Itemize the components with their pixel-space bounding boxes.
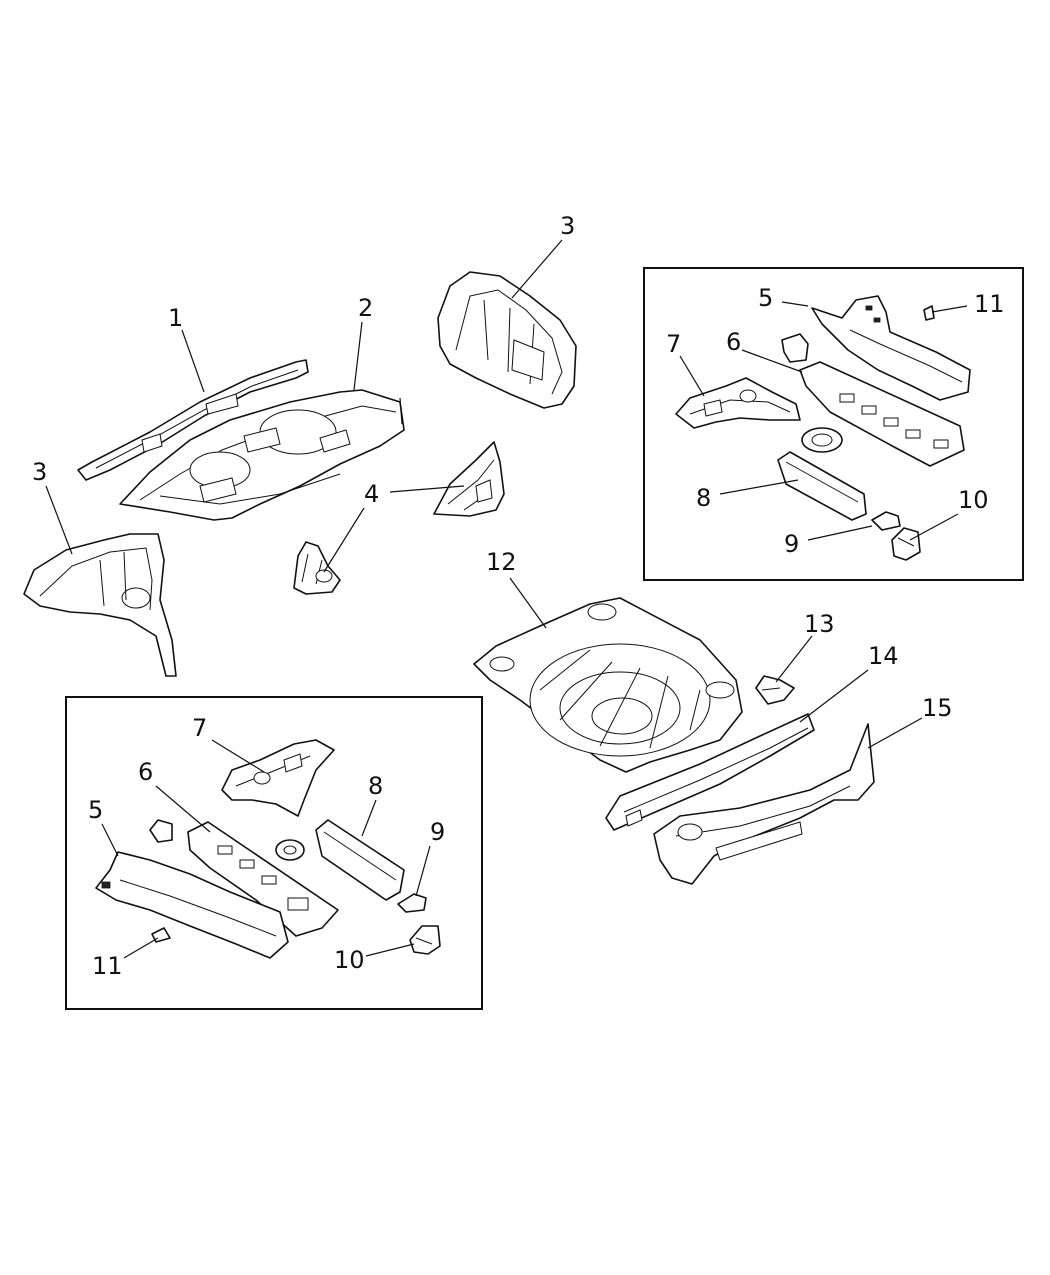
callout-11: 11 bbox=[92, 952, 123, 980]
detail-frame-left bbox=[65, 696, 483, 1010]
part-6-floor-plate-left bbox=[187, 821, 339, 937]
part-3-wheelhouse-left bbox=[23, 533, 177, 677]
callout-9: 9 bbox=[430, 818, 445, 846]
callout-4: 4 bbox=[364, 480, 379, 508]
part-5-bracket-right bbox=[781, 333, 809, 363]
part-7-bracket-right bbox=[675, 377, 801, 429]
part-3-wheelhouse-right bbox=[437, 271, 577, 409]
part-6-floor-plate-right bbox=[799, 361, 965, 467]
part-8-channel-right bbox=[777, 451, 867, 521]
callout-3: 3 bbox=[32, 458, 47, 486]
part-8-channel-left bbox=[315, 819, 405, 901]
part-1-shelf-reinforcement bbox=[77, 359, 309, 481]
part-5-rail-right bbox=[811, 295, 971, 401]
part-10-bracket-right bbox=[891, 527, 921, 561]
callout-2: 2 bbox=[358, 294, 373, 322]
callout-6: 6 bbox=[726, 328, 741, 356]
callout-15: 15 bbox=[922, 694, 953, 722]
callout-10: 10 bbox=[334, 946, 365, 974]
callout-9: 9 bbox=[784, 530, 799, 558]
part-7-bracket-left bbox=[221, 739, 335, 817]
callout-14: 14 bbox=[868, 642, 899, 670]
callout-3: 3 bbox=[560, 212, 575, 240]
part-15-rear-panel bbox=[653, 723, 875, 885]
callout-10: 10 bbox=[958, 486, 989, 514]
part-9-clip-right bbox=[871, 511, 901, 531]
callout-labels: 1 2 3 3 4 5 6 7 8 9 10 11 12 13 14 15 5 … bbox=[32, 212, 1005, 980]
part-7-mount-right bbox=[801, 427, 843, 453]
callout-13: 13 bbox=[804, 610, 835, 638]
part-14-crossmember bbox=[605, 713, 815, 831]
part-12-floor-pan bbox=[473, 597, 743, 773]
callout-5: 5 bbox=[88, 796, 103, 824]
part-13-bracket bbox=[755, 675, 795, 705]
callout-7: 7 bbox=[666, 330, 681, 358]
part-10-bracket-left bbox=[409, 925, 441, 955]
callout-5: 5 bbox=[758, 284, 773, 312]
part-9-clip-left bbox=[397, 893, 427, 913]
callout-8: 8 bbox=[368, 772, 383, 800]
callout-7: 7 bbox=[192, 714, 207, 742]
detail-frame-right bbox=[643, 267, 1024, 581]
part-7-mount-left bbox=[275, 839, 305, 861]
callout-8: 8 bbox=[696, 484, 711, 512]
part-4-bracket-upper bbox=[433, 441, 505, 517]
callout-11: 11 bbox=[974, 290, 1005, 318]
part-2-rear-shelf-panel bbox=[119, 389, 405, 521]
callout-6: 6 bbox=[138, 758, 153, 786]
leader-lines bbox=[45, 239, 968, 959]
part-6-bracket-left bbox=[149, 819, 173, 843]
part-11-clip-right bbox=[923, 305, 935, 321]
callout-1: 1 bbox=[168, 304, 183, 332]
part-4-bracket-lower bbox=[293, 541, 341, 595]
callout-12: 12 bbox=[486, 548, 517, 576]
part-5-rail-left bbox=[95, 851, 289, 959]
